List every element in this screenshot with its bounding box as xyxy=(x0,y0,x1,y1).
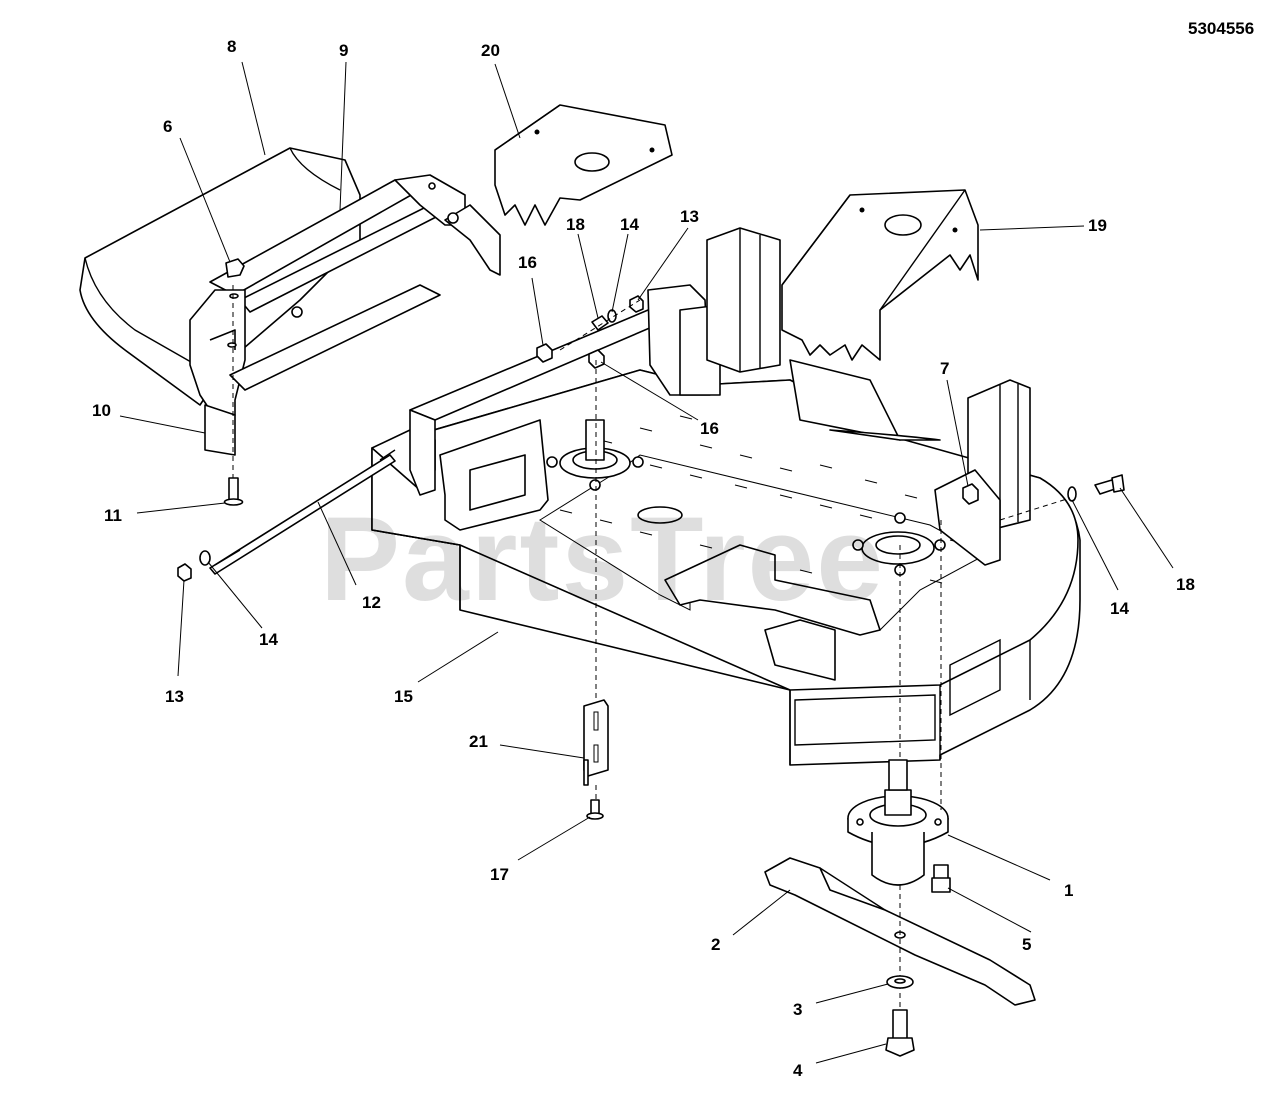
callout-18-right: 18 xyxy=(1176,575,1195,594)
spindle-assembly xyxy=(847,759,949,886)
callout-10: 10 xyxy=(92,401,111,420)
bolt-18-rear xyxy=(591,315,609,331)
washer-14-right xyxy=(1067,486,1077,502)
washer-3 xyxy=(886,975,914,989)
leader-lines xyxy=(119,61,1174,1064)
callout-14-left: 14 xyxy=(259,630,278,649)
callout-11: 11 xyxy=(104,506,122,525)
callout-6: 6 xyxy=(163,117,172,136)
nut-7 xyxy=(962,483,979,505)
nut-13-left xyxy=(177,563,192,582)
callout-13-left: 13 xyxy=(165,687,184,706)
callout-21: 21 xyxy=(469,732,488,751)
callout-3: 3 xyxy=(793,1000,802,1019)
callout-4: 4 xyxy=(793,1061,803,1080)
bolt-5 xyxy=(931,864,951,893)
callout-14-rear: 14 xyxy=(620,215,639,234)
document-number: 5304556 xyxy=(1188,19,1254,38)
callout-17: 17 xyxy=(490,865,509,884)
callout-19: 19 xyxy=(1088,216,1107,235)
callout-14-right: 14 xyxy=(1110,599,1129,618)
bolt-18-right xyxy=(1094,474,1125,495)
nut-13-rear xyxy=(629,295,644,313)
watermark: PartsTree xyxy=(320,492,885,626)
washer-14-left xyxy=(199,550,211,566)
skid-bracket xyxy=(583,699,609,786)
callout-5: 5 xyxy=(1022,935,1031,954)
callout-18-rear: 18 xyxy=(566,215,585,234)
nut-16-a xyxy=(536,343,553,363)
callout-12: 12 xyxy=(362,593,381,612)
nut-16-b xyxy=(588,349,605,369)
callout-16-left: 16 xyxy=(518,253,537,272)
callout-15: 15 xyxy=(394,687,413,706)
callout-16-right: 16 xyxy=(700,419,719,438)
baffle-right xyxy=(781,189,979,361)
roller-assembly xyxy=(79,147,501,456)
callout-2: 2 xyxy=(711,935,720,954)
callout-8: 8 xyxy=(227,37,236,56)
adjustment-rod xyxy=(209,449,396,575)
callout-13-rear: 13 xyxy=(680,207,699,226)
callout-9: 9 xyxy=(339,41,348,60)
callout-1: 1 xyxy=(1064,881,1073,900)
mower-deck xyxy=(371,227,1081,766)
callout-7: 7 xyxy=(940,359,949,378)
blade-bolt-4 xyxy=(885,1009,915,1057)
baffle-top xyxy=(494,104,673,226)
bolt-11 xyxy=(223,477,244,506)
callout-20: 20 xyxy=(481,41,500,60)
bolt-17 xyxy=(586,799,604,820)
